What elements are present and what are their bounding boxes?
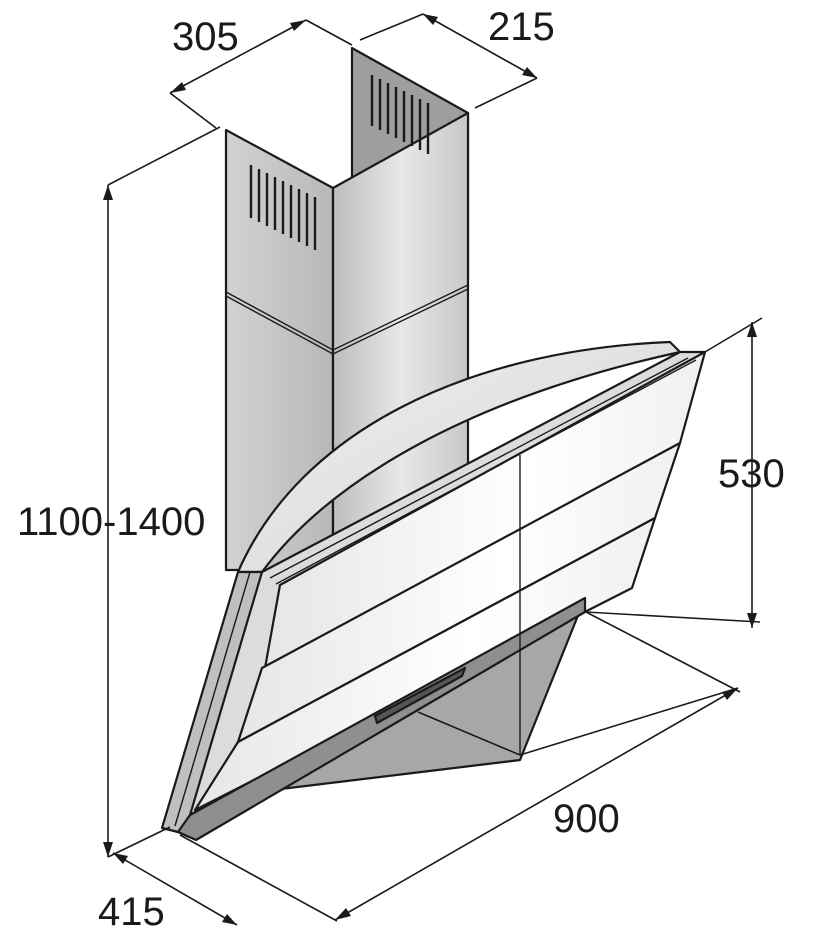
dim-chimney-depth: 215 bbox=[488, 5, 555, 49]
glass-panel-bottom bbox=[193, 516, 657, 812]
dimension-lines bbox=[103, 13, 763, 926]
vent-slots-back bbox=[370, 75, 430, 154]
vent-slots-left bbox=[249, 165, 317, 250]
dim-total-height: 1100-1400 bbox=[17, 500, 205, 544]
hood-canopy bbox=[236, 340, 682, 574]
dim-hood-width: 900 bbox=[553, 797, 620, 841]
control-panel bbox=[373, 666, 467, 725]
dimension-labels: 305 215 1100-1400 530 900 415 bbox=[17, 5, 785, 934]
dim-hood-depth: 415 bbox=[98, 890, 165, 934]
dim-chimney-width: 305 bbox=[172, 15, 239, 59]
hood-body bbox=[160, 340, 707, 842]
dim-hood-height: 530 bbox=[718, 452, 785, 496]
